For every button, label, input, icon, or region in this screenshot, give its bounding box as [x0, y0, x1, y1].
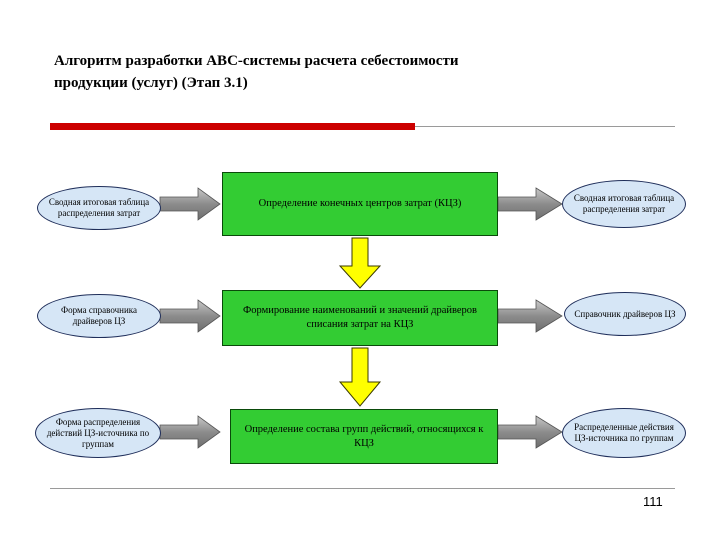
step-box-final-cost-centers: Определение конечных центров затрат (КЦЗ… — [222, 172, 498, 236]
page-number: 111 — [643, 494, 663, 509]
step-box-driver-values: Формирование наименований и значений дра… — [222, 290, 498, 346]
input-label-1: Сводная итоговая таблица распределения з… — [48, 197, 150, 218]
input-label-3: Форма распределения действий ЦЗ-источник… — [46, 416, 150, 449]
output-ellipse-driver-reference: Справочник драйверов ЦЗ — [564, 292, 686, 336]
arrow-input-3 — [159, 415, 221, 449]
arrow-output-3 — [497, 415, 563, 449]
arrow-output-1 — [497, 187, 563, 221]
accent-bar — [50, 123, 415, 130]
step-box-action-groups: Определение состава групп действий, отно… — [230, 409, 498, 464]
input-ellipse-driver-form: Форма справочника драйверов ЦЗ — [37, 294, 161, 338]
arrow-input-1 — [159, 187, 221, 221]
output-ellipse-summary-table: Сводная итоговая таблица распределения з… — [562, 180, 686, 228]
step-label-2: Формирование наименований и значений дра… — [243, 305, 477, 330]
footer-divider — [50, 488, 675, 489]
output-ellipse-distributed-actions: Распределенные действия ЦЗ-источника по … — [562, 408, 686, 458]
arrow-input-2 — [159, 299, 221, 333]
step-label-1: Определение конечных центров затрат (КЦЗ… — [258, 198, 462, 209]
input-ellipse-summary-table: Сводная итоговая таблица распределения з… — [37, 186, 161, 230]
arrow-step-1-to-2 — [338, 237, 382, 289]
output-label-3: Распределенные действия ЦЗ-источника по … — [574, 422, 674, 443]
output-label-1: Сводная итоговая таблица распределения з… — [573, 193, 675, 214]
input-label-2: Форма справочника драйверов ЦЗ — [60, 305, 137, 326]
input-ellipse-actions-form: Форма распределения действий ЦЗ-источник… — [35, 408, 161, 458]
slide-title: Алгоритм разработки ABC-системы расчета … — [54, 50, 674, 94]
slide-title-line-2: продукции (услуг) (Этап 3.1) — [54, 75, 248, 91]
slide-title-line-1: Алгоритм разработки ABC-системы расчета … — [54, 53, 459, 69]
step-label-3: Определение состава групп действий, отно… — [244, 423, 484, 449]
arrow-output-2 — [497, 299, 563, 333]
output-label-2: Справочник драйверов ЦЗ — [574, 308, 676, 319]
arrow-step-2-to-3 — [338, 347, 382, 407]
